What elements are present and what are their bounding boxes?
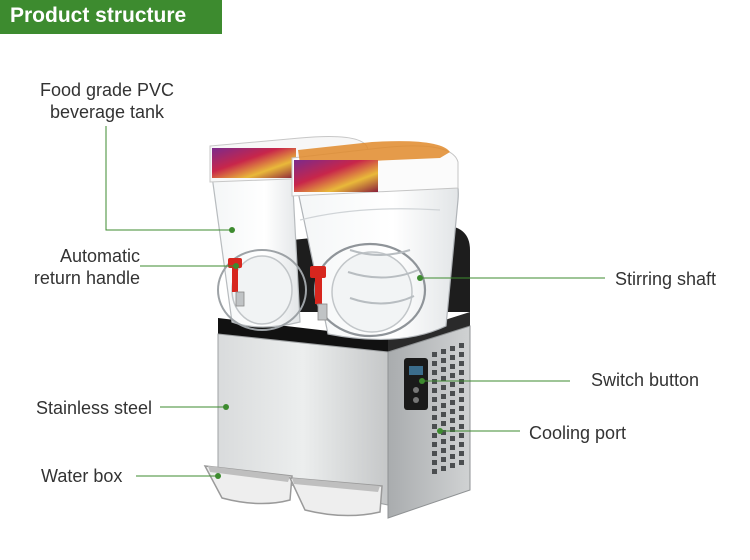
vent-slot xyxy=(432,460,437,465)
vent-slot xyxy=(459,388,464,393)
switch-callout: Switch button xyxy=(591,370,700,390)
vent-slot xyxy=(450,463,455,468)
vent-slot xyxy=(459,361,464,366)
vent-slot xyxy=(450,364,455,369)
vent-slot xyxy=(432,361,437,366)
handle-label-line2: return handle xyxy=(33,268,140,288)
water-box-callout: Water box xyxy=(41,466,123,486)
vent-slot xyxy=(459,352,464,357)
vent-slot xyxy=(450,346,455,351)
vent-slot xyxy=(450,445,455,450)
vent-slot xyxy=(459,415,464,420)
vent-slot xyxy=(441,376,446,381)
vent-slot xyxy=(432,451,437,456)
vent-slot xyxy=(450,454,455,459)
vent-slot xyxy=(441,421,446,426)
shaft-callout: Stirring shaft xyxy=(615,269,717,289)
vent-slot xyxy=(459,406,464,411)
handle-callout: Automatic return handle xyxy=(20,245,140,289)
vent-slot xyxy=(450,427,455,432)
vent-slot xyxy=(432,442,437,447)
vent-slot xyxy=(450,373,455,378)
tank-label-line2: beverage tank xyxy=(49,102,165,122)
vent-slot xyxy=(450,436,455,441)
vent-slot xyxy=(450,355,455,360)
vent-slot xyxy=(441,394,446,399)
vent-slot xyxy=(441,385,446,390)
vent-slot xyxy=(459,442,464,447)
vent-slot xyxy=(441,430,446,435)
vent-slot xyxy=(459,343,464,348)
vent-slot xyxy=(441,457,446,462)
vent-slot xyxy=(441,403,446,408)
vent-slot xyxy=(459,370,464,375)
vent-slot xyxy=(450,391,455,396)
leader-dots xyxy=(215,227,443,479)
vent-slot xyxy=(459,433,464,438)
vent-slot xyxy=(450,418,455,423)
vent-slot xyxy=(441,439,446,444)
base-unit xyxy=(217,312,471,519)
vent-slot xyxy=(441,412,446,417)
vent-slot xyxy=(432,469,437,474)
right-handle xyxy=(310,266,326,278)
tank-callout: Food grade PVC beverage tank xyxy=(28,79,186,123)
cooling-callout: Cooling port xyxy=(529,423,627,443)
vent-slot xyxy=(450,400,455,405)
vent-slot xyxy=(459,397,464,402)
vent-slot xyxy=(459,460,464,465)
vent-slot xyxy=(432,352,437,357)
vent-slot xyxy=(459,424,464,429)
vent-slot xyxy=(450,382,455,387)
vent-slot xyxy=(432,433,437,438)
vent-slot xyxy=(441,448,446,453)
vent-slot xyxy=(441,358,446,363)
vent-slot xyxy=(441,466,446,471)
vent-slot xyxy=(441,349,446,354)
vent-slot xyxy=(432,388,437,393)
page-title: Product structure xyxy=(10,4,187,27)
leader-lines xyxy=(105,126,605,477)
water-boxes xyxy=(203,465,383,517)
vent-slot xyxy=(450,409,455,414)
right-bowl xyxy=(291,141,459,341)
vent-slot xyxy=(432,397,437,402)
vent-slot xyxy=(432,406,437,411)
vent-slot xyxy=(432,370,437,375)
title-banner: Product structure xyxy=(0,0,222,34)
tank-label-line1: Food grade PVC xyxy=(39,80,175,100)
steel-callout: Stainless steel xyxy=(36,398,153,418)
vent-slot xyxy=(459,451,464,456)
vent-slot xyxy=(432,424,437,429)
vent-slot xyxy=(441,367,446,372)
vent-slot xyxy=(432,415,437,420)
handle-label-line1: Automatic xyxy=(59,246,140,266)
